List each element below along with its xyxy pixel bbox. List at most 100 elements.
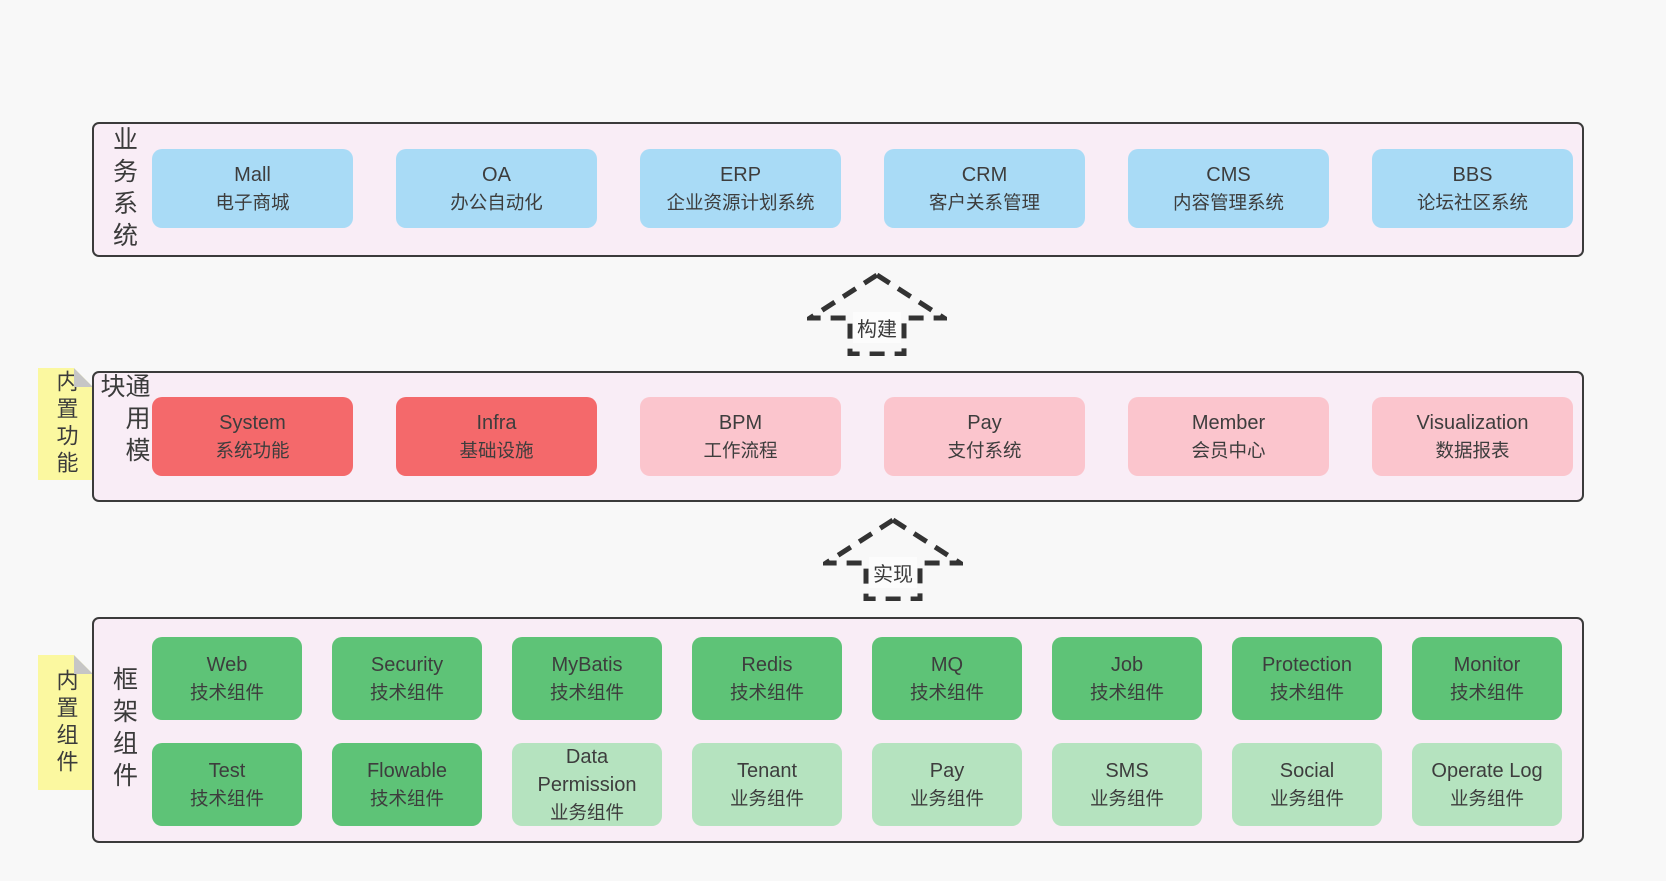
box-subtitle: 论坛社区系统 [1416, 191, 1528, 213]
note-label: 内置组件 [53, 668, 79, 777]
box-member: Member 会员中心 [1128, 397, 1329, 476]
box-title: MyBatis [551, 654, 623, 677]
box-title: BPM [718, 412, 763, 435]
box-subtitle: 技术组件 [369, 681, 444, 703]
box-subtitle: 基础设施 [459, 439, 534, 461]
box-security: Security 技术组件 [332, 637, 482, 720]
box-title: Web [206, 654, 248, 677]
box-subtitle: 客户关系管理 [928, 191, 1040, 213]
box-subtitle: 技术组件 [549, 681, 624, 703]
box-monitor: Monitor 技术组件 [1412, 637, 1562, 720]
box-title: Redis [741, 654, 793, 677]
box-subtitle: 业务组件 [729, 787, 804, 809]
box-system: System 系统功能 [152, 397, 353, 476]
sticky-note-builtin-components: 内置组件 [38, 655, 93, 790]
business-systems-row: Mall 电子商城 OA 办公自动化 ERP 企业资源计划系统 CRM 客户关系… [152, 149, 1573, 228]
box-title: Flowable [366, 760, 448, 783]
box-title: Member [1191, 412, 1266, 435]
box-title: Protection [1261, 654, 1353, 677]
box-subtitle: 技术组件 [1449, 681, 1524, 703]
box-subtitle: 电子商城 [215, 191, 290, 213]
box-mall: Mall 电子商城 [152, 149, 353, 228]
box-title: Monitor [1453, 654, 1521, 677]
box-title: Pay [929, 760, 965, 783]
box-title: MQ [930, 654, 964, 677]
box-subtitle: 技术组件 [1089, 681, 1164, 703]
box-title: Security [370, 654, 444, 677]
box-subtitle: 内容管理系统 [1172, 191, 1284, 213]
box-title: CRM [961, 164, 1008, 187]
box-pay-module: Pay 支付系统 [884, 397, 1085, 476]
arrow-implement: 实现 [823, 517, 963, 601]
arrow-implement-label: 实现 [869, 557, 917, 588]
box-title: Visualization [1416, 412, 1529, 435]
box-title: Infra [476, 412, 517, 435]
framework-components-row-1: Web 技术组件 Security 技术组件 MyBatis 技术组件 Redi… [152, 637, 1562, 720]
box-subtitle: 系统功能 [215, 439, 290, 461]
framework-components-row-2: Test 技术组件 Flowable 技术组件 Data Permission … [152, 743, 1562, 826]
box-social: Social 业务组件 [1232, 743, 1382, 826]
box-flowable: Flowable 技术组件 [332, 743, 482, 826]
box-bbs: BBS 论坛社区系统 [1372, 149, 1573, 228]
box-bpm: BPM 工作流程 [640, 397, 841, 476]
box-visualization: Visualization 数据报表 [1372, 397, 1573, 476]
box-subtitle: 技术组件 [189, 787, 264, 809]
box-job: Job 技术组件 [1052, 637, 1202, 720]
box-pay-component: Pay 业务组件 [872, 743, 1022, 826]
box-title: ERP [719, 164, 762, 187]
band-label-business-systems: 业务系统 [94, 124, 152, 255]
sticky-note-builtin-functions: 内置功能 [38, 368, 93, 480]
box-title: Test [208, 760, 246, 783]
band-common-modules: 通用模块 System 系统功能 Infra 基础设施 BPM 工作流程 Pay… [92, 371, 1584, 502]
box-sms: SMS 业务组件 [1052, 743, 1202, 826]
box-title: Operate Log [1431, 760, 1543, 783]
band-label-text: 业务系统 [109, 125, 138, 254]
dashed-up-arrow-icon [807, 272, 947, 356]
box-title: Tenant [736, 760, 798, 783]
box-subtitle: 技术组件 [729, 681, 804, 703]
box-crm: CRM 客户关系管理 [884, 149, 1085, 228]
band-label-text: 通用模块 [97, 373, 150, 469]
band-label-text: 框架组件 [109, 666, 138, 794]
box-subtitle: 技术组件 [369, 787, 444, 809]
band-label-common-modules: 通用模块 [94, 373, 152, 500]
box-mq: MQ 技术组件 [872, 637, 1022, 720]
box-subtitle: 企业资源计划系统 [666, 191, 815, 213]
arrow-build: 构建 [807, 272, 947, 356]
box-infra: Infra 基础设施 [396, 397, 597, 476]
box-title: Data Permission [537, 745, 637, 797]
box-data-permission: Data Permission 业务组件 [512, 743, 662, 826]
box-subtitle: 业务组件 [1269, 787, 1344, 809]
band-business-systems: 业务系统 Mall 电子商城 OA 办公自动化 ERP 企业资源计划系统 CRM… [92, 122, 1584, 257]
note-label: 内置功能 [53, 370, 79, 478]
box-subtitle: 业务组件 [1089, 787, 1164, 809]
box-oa: OA 办公自动化 [396, 149, 597, 228]
box-subtitle: 技术组件 [1269, 681, 1344, 703]
box-web: Web 技术组件 [152, 637, 302, 720]
box-test: Test 技术组件 [152, 743, 302, 826]
box-subtitle: 支付系统 [947, 439, 1022, 461]
band-label-framework-components: 框架组件 [94, 619, 152, 841]
box-subtitle: 技术组件 [909, 681, 984, 703]
arrow-build-label: 构建 [853, 312, 901, 343]
box-subtitle: 业务组件 [1449, 787, 1524, 809]
box-title: Pay [967, 412, 1002, 435]
box-subtitle: 会员中心 [1191, 439, 1266, 461]
dashed-up-arrow-icon [823, 517, 963, 601]
box-title: Mall [234, 164, 271, 187]
box-title: BBS [1452, 164, 1493, 187]
box-title: Social [1279, 760, 1335, 783]
box-subtitle: 业务组件 [549, 801, 624, 823]
box-subtitle: 业务组件 [909, 787, 984, 809]
folded-corner-icon [74, 655, 93, 674]
box-tenant: Tenant 业务组件 [692, 743, 842, 826]
box-operate-log: Operate Log 业务组件 [1412, 743, 1562, 826]
box-title: CMS [1206, 164, 1251, 187]
common-modules-row: System 系统功能 Infra 基础设施 BPM 工作流程 Pay 支付系统… [152, 397, 1573, 476]
box-subtitle: 工作流程 [703, 439, 778, 461]
box-redis: Redis 技术组件 [692, 637, 842, 720]
box-mybatis: MyBatis 技术组件 [512, 637, 662, 720]
box-subtitle: 技术组件 [189, 681, 264, 703]
box-title: Job [1110, 654, 1144, 677]
